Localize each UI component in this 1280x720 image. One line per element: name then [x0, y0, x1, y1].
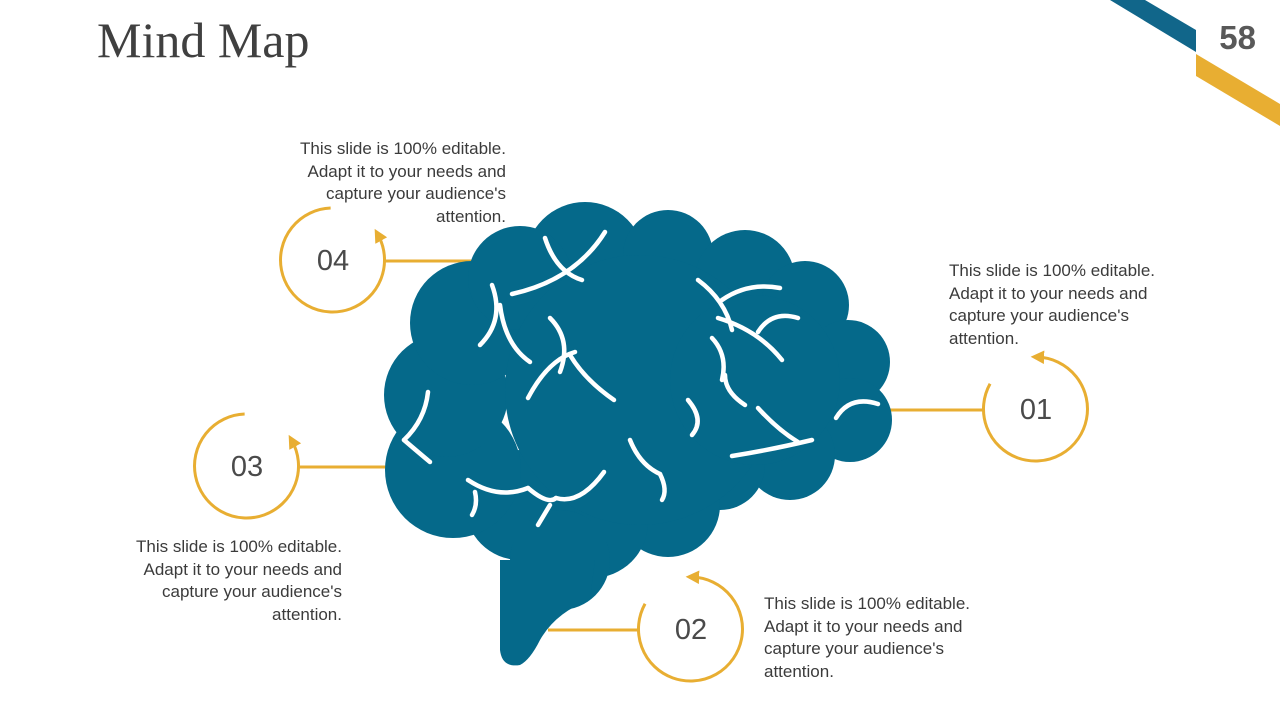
node-text-04: This slide is 100% editable. Adapt it to…: [299, 139, 506, 226]
node-text-01: This slide is 100% editable. Adapt it to…: [949, 261, 1156, 348]
circle-03-arc: [193, 412, 302, 520]
slide-title: Mind Map: [97, 12, 310, 68]
corner-teal-stripe: [1110, 0, 1196, 52]
node-number-04: 04: [316, 245, 350, 277]
node-number-01: 01: [1019, 394, 1053, 426]
page-number: 58: [1219, 19, 1256, 56]
corner-stripes: [1110, 0, 1280, 126]
circle-02-arc: [637, 570, 744, 683]
brain-icon: [384, 202, 892, 666]
node-text-03: This slide is 100% editable. Adapt it to…: [135, 537, 342, 624]
corner-gold-stripe: [1196, 54, 1280, 126]
circle-04-arc: [279, 206, 388, 314]
node-text-02: This slide is 100% editable. Adapt it to…: [764, 594, 971, 681]
node-number-02: 02: [674, 614, 708, 646]
circle-01-arc: [982, 350, 1089, 463]
node-number-03: 03: [230, 451, 264, 483]
